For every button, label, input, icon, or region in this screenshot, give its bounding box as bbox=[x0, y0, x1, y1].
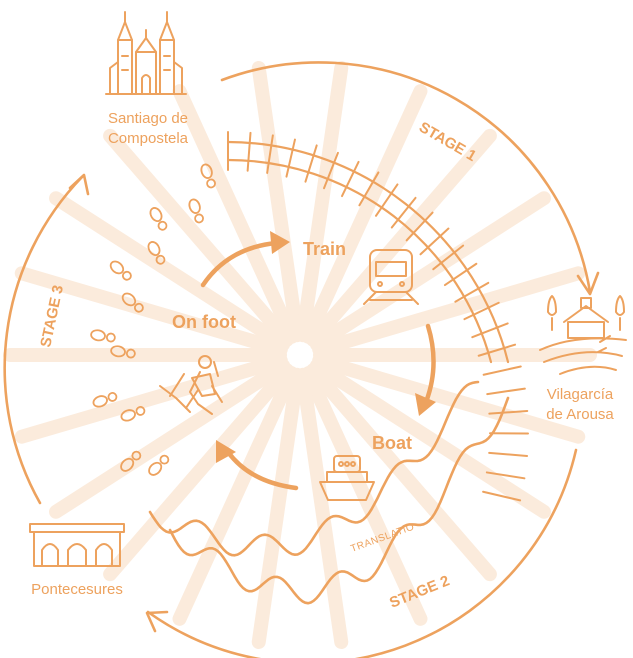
sunburst-ray bbox=[306, 363, 497, 582]
railway-tie bbox=[463, 301, 500, 321]
sunburst-rays bbox=[3, 60, 597, 650]
outer-arc-stage2 bbox=[146, 448, 578, 658]
outer-arc-stage1 bbox=[220, 61, 592, 294]
railway-tie bbox=[471, 322, 509, 339]
sunburst-ray bbox=[14, 266, 288, 357]
railway-tie bbox=[285, 138, 296, 178]
santiago-label-line1: Santiago de bbox=[108, 110, 188, 127]
sunburst-ray bbox=[103, 363, 294, 582]
sunburst-ray bbox=[301, 366, 428, 626]
boat-icon bbox=[319, 455, 375, 501]
footprint bbox=[148, 454, 170, 476]
railway-tie bbox=[405, 211, 434, 242]
railway-tie bbox=[266, 134, 274, 174]
railway-tie bbox=[486, 387, 526, 396]
sunburst-ray bbox=[309, 191, 551, 352]
footprint bbox=[110, 345, 136, 359]
arrowhead-train bbox=[270, 231, 290, 254]
outer-arrowhead-stage2 bbox=[145, 610, 169, 633]
footprint bbox=[120, 406, 146, 422]
sunburst-ray bbox=[172, 366, 299, 626]
sunburst-ray bbox=[295, 60, 349, 343]
village-icon bbox=[539, 295, 627, 375]
railway-track-icon bbox=[226, 131, 529, 502]
railway-tie bbox=[485, 471, 526, 480]
railway-tie bbox=[374, 183, 399, 217]
railway-tie bbox=[454, 281, 490, 303]
outer-arrowhead-stage1 bbox=[576, 271, 600, 296]
sunburst-ray bbox=[295, 367, 349, 650]
santiago-label-line2: Compostela bbox=[108, 130, 189, 147]
vilagarcia-label-line1: Vilagarcía bbox=[547, 386, 614, 403]
sunburst-ray bbox=[306, 128, 497, 347]
railway-tie bbox=[477, 343, 517, 357]
sunburst-ray bbox=[309, 358, 551, 519]
railway-tie bbox=[443, 262, 478, 287]
outer-cycle bbox=[3, 61, 600, 658]
vilagarcia-label-line2: de Arousa bbox=[546, 406, 614, 423]
railway-tie bbox=[304, 144, 318, 183]
sunburst-ray bbox=[312, 353, 586, 444]
on-foot-label: On foot bbox=[172, 312, 236, 332]
train-icon bbox=[363, 249, 419, 305]
sunburst-ray bbox=[172, 84, 299, 344]
sunburst-ray bbox=[103, 128, 294, 347]
railway-tie bbox=[390, 196, 417, 229]
railway-tie bbox=[341, 160, 360, 198]
stage3-label: STAGE 3 bbox=[37, 284, 67, 349]
railway-tie bbox=[488, 451, 529, 457]
stage1-label: STAGE 1 bbox=[416, 119, 479, 165]
footprint bbox=[149, 207, 168, 231]
footprint bbox=[121, 292, 144, 313]
footprint bbox=[188, 198, 204, 224]
sunburst-ray bbox=[14, 353, 288, 444]
hiker-icon bbox=[159, 355, 223, 415]
footprint bbox=[109, 260, 132, 281]
footprint bbox=[120, 450, 142, 472]
footprint bbox=[92, 392, 118, 408]
outer-arc-stage3 bbox=[3, 175, 84, 505]
arrow-to-train bbox=[200, 240, 279, 288]
railway-tie bbox=[488, 409, 529, 415]
train-label: Train bbox=[303, 239, 346, 259]
railway-tie bbox=[432, 244, 465, 271]
outer-arrowhead-stage3 bbox=[68, 173, 90, 196]
arrowhead-foot bbox=[216, 440, 236, 463]
sunburst-ray bbox=[301, 84, 428, 344]
arrow-to-foot bbox=[225, 449, 299, 491]
railway-tie bbox=[246, 131, 252, 172]
railway-tie bbox=[482, 490, 522, 502]
arrowhead-boat bbox=[415, 393, 436, 416]
railway-tie bbox=[323, 151, 339, 190]
footprint-icon bbox=[90, 163, 216, 476]
railway-tie bbox=[419, 227, 450, 256]
sunburst-ray bbox=[312, 266, 586, 357]
arrow-to-boat bbox=[423, 323, 436, 405]
pontecesures-label: Pontecesures bbox=[31, 581, 123, 598]
footprint bbox=[200, 163, 216, 189]
sunburst-ray bbox=[49, 358, 291, 519]
footprint bbox=[90, 329, 116, 343]
river-wave-icon bbox=[148, 380, 510, 605]
boat-label: Boat bbox=[372, 433, 412, 453]
inner-cycle bbox=[200, 231, 436, 491]
bridge-icon bbox=[29, 523, 125, 567]
sunburst-ray bbox=[49, 191, 291, 352]
footprint bbox=[147, 241, 166, 265]
railway-tie bbox=[358, 171, 380, 207]
sunburst-ray bbox=[251, 60, 305, 343]
cathedral-icon bbox=[105, 11, 187, 95]
railway-tie bbox=[482, 365, 522, 376]
sunburst-ray bbox=[251, 367, 305, 650]
